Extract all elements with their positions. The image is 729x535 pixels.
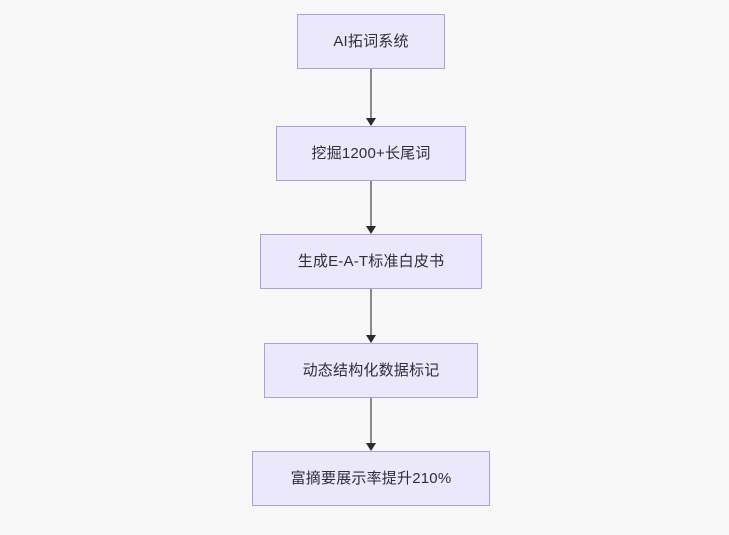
flow-edge-line xyxy=(370,69,372,118)
flow-edge xyxy=(364,289,378,343)
flow-node-label: AI拓词系统 xyxy=(333,33,409,50)
flow-edge-line xyxy=(370,181,372,226)
arrow-down-icon xyxy=(366,443,376,451)
arrow-down-icon xyxy=(366,335,376,343)
flow-node[interactable]: AI拓词系统 xyxy=(297,14,445,69)
flow-edge-line xyxy=(370,398,372,443)
flow-node[interactable]: 富摘要展示率提升210% xyxy=(252,451,490,506)
flow-node[interactable]: 挖掘1200+长尾词 xyxy=(276,126,466,181)
flow-node[interactable]: 生成E-A-T标准白皮书 xyxy=(260,234,482,289)
flow-edge xyxy=(364,69,378,126)
flow-node-label: 富摘要展示率提升210% xyxy=(290,470,452,487)
flow-edge xyxy=(364,398,378,451)
flow-edge xyxy=(364,181,378,234)
flow-node-label: 动态结构化数据标记 xyxy=(302,362,440,379)
flow-edge-line xyxy=(370,289,372,335)
arrow-down-icon xyxy=(366,118,376,126)
flow-node-label: 生成E-A-T标准白皮书 xyxy=(297,253,445,270)
flow-node-label: 挖掘1200+长尾词 xyxy=(311,145,431,162)
arrow-down-icon xyxy=(366,226,376,234)
flow-node[interactable]: 动态结构化数据标记 xyxy=(264,343,478,398)
